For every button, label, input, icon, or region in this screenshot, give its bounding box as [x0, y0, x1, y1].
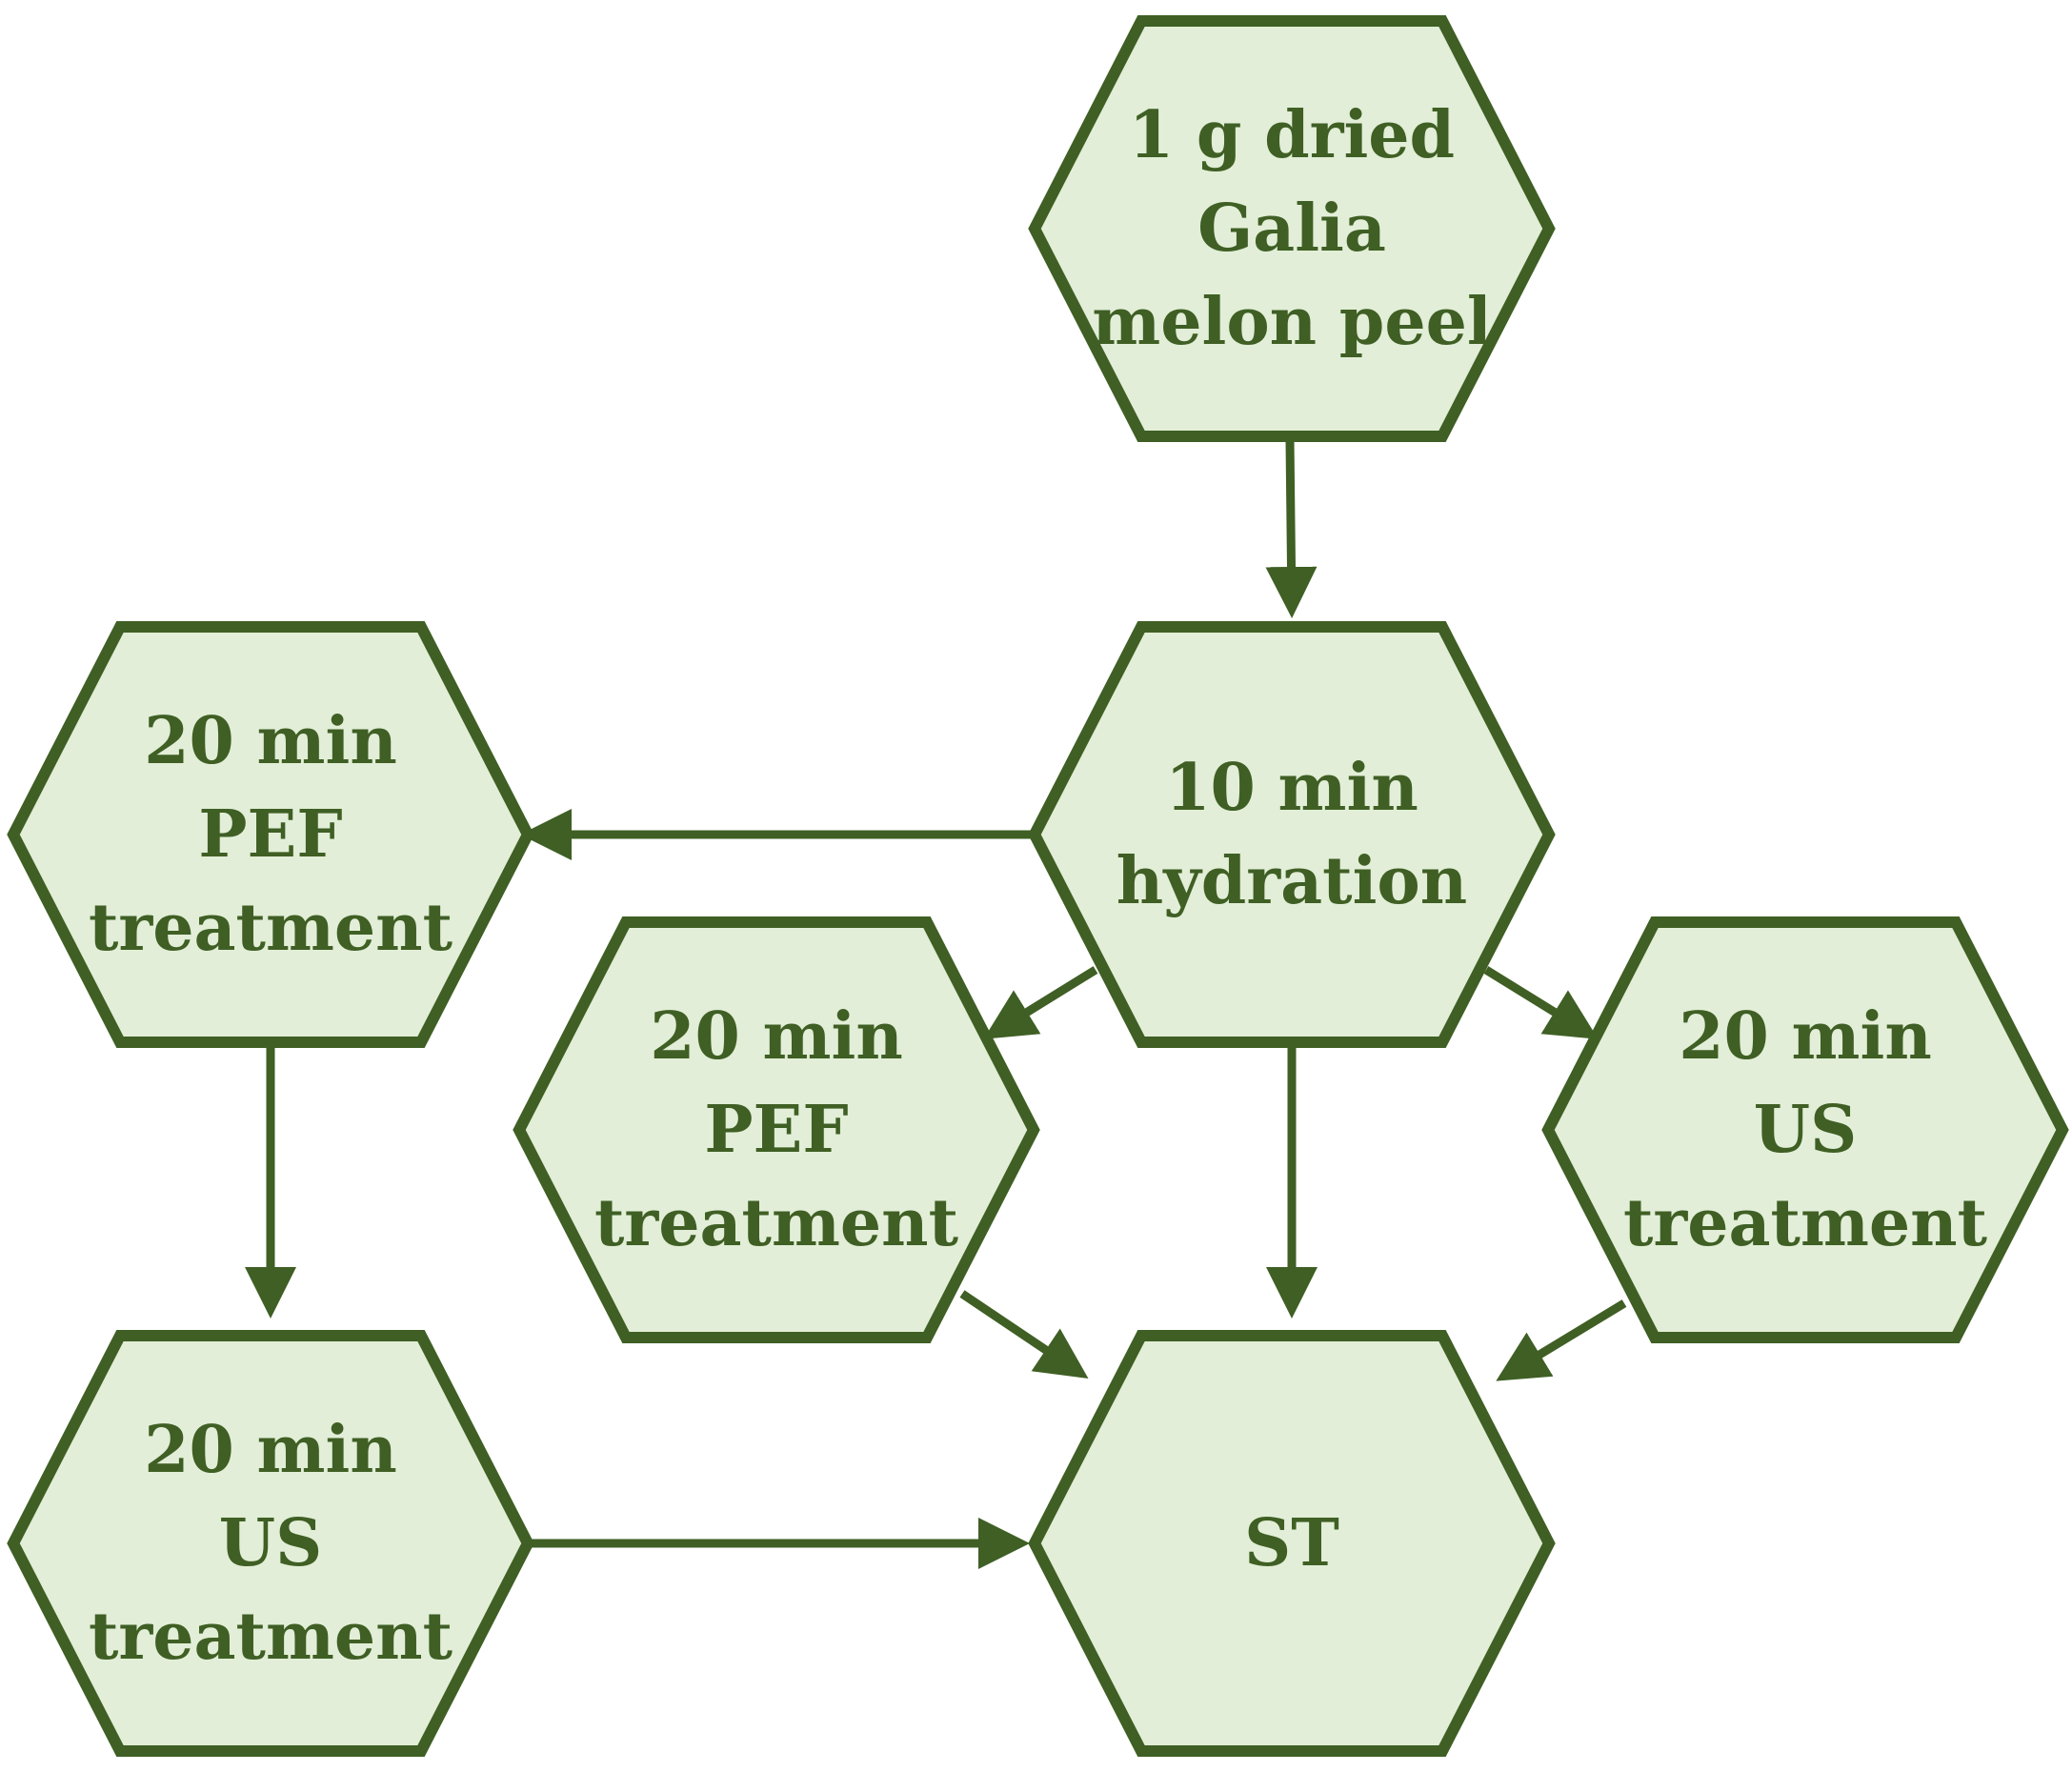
node-hydration: 10 min hydration — [1028, 621, 1556, 1048]
node-label-line: hydration — [1116, 843, 1467, 919]
node-label-line: treatment — [1623, 1185, 1988, 1261]
node-label-line: treatment — [89, 1599, 453, 1675]
node-label-line: US — [219, 1505, 322, 1581]
hexagon-shape — [7, 621, 534, 1048]
edges-layer — [245, 439, 1627, 1569]
hexagon-shape — [513, 916, 1040, 1343]
node-st: ST — [1028, 1330, 1556, 1757]
hexagon-shape — [1028, 621, 1556, 1048]
arrow-hydration-to-pef-mid — [983, 966, 1098, 1039]
node-label-line: 20 min — [144, 703, 397, 779]
node-label-line: US — [1754, 1092, 1857, 1168]
node-label-line: 20 min — [144, 1412, 397, 1488]
node-label-line: ST — [1244, 1505, 1339, 1581]
arrow-start-to-hydration — [1265, 439, 1318, 618]
node-label-line: 20 min — [1679, 998, 1932, 1075]
hexagon-shape — [1028, 15, 1556, 442]
node-label-line: 10 min — [1165, 750, 1418, 826]
arrow-us-right-to-st — [1496, 1299, 1627, 1381]
node-label-line: PEF — [198, 796, 342, 873]
node-label-line: PEF — [704, 1092, 848, 1168]
node-label-line: treatment — [89, 890, 453, 966]
node-label-line: melon peel — [1092, 284, 1491, 360]
node-label-line: 20 min — [650, 998, 903, 1075]
arrow-pef-mid-to-st — [959, 1290, 1089, 1379]
node-label-line: Galia — [1197, 191, 1386, 267]
hexagon-shape — [1028, 1330, 1556, 1757]
arrow-hydration-to-us-right — [1483, 966, 1599, 1039]
node-label-line: treatment — [594, 1185, 959, 1261]
hexagon-shape — [1541, 916, 2069, 1343]
node-label-line: 1 g dried — [1129, 97, 1455, 173]
hexagon-shape — [7, 1330, 534, 1757]
